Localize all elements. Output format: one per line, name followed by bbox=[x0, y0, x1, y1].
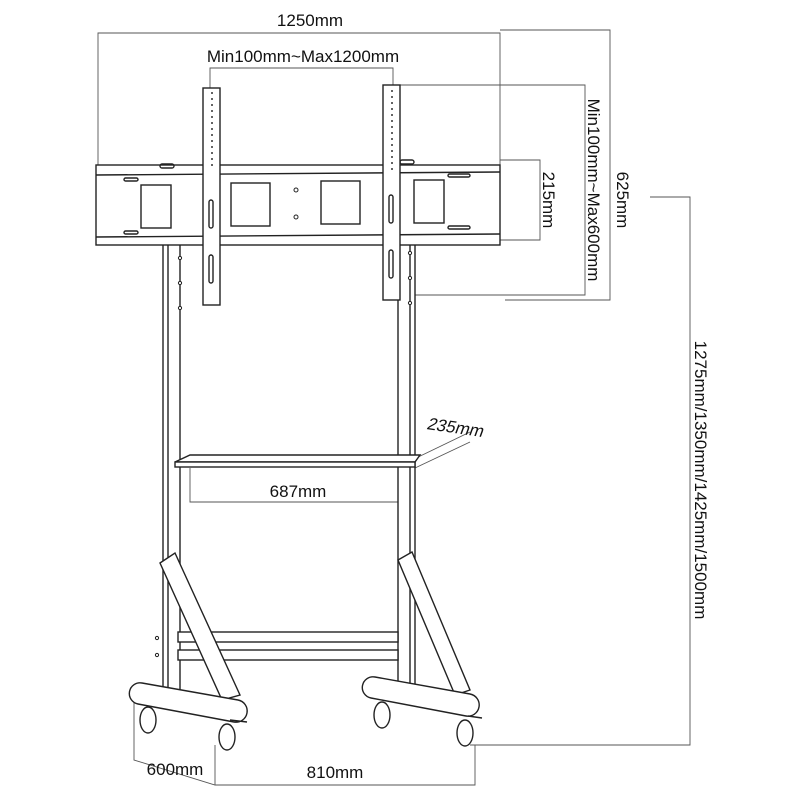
vesa-horizontal-label: Min100mm~Max1200mm bbox=[207, 47, 399, 66]
casters bbox=[139, 701, 483, 751]
base-frame bbox=[128, 551, 480, 723]
plate-height-label: 215mm bbox=[539, 172, 558, 229]
shelf bbox=[174, 454, 422, 468]
vesa-brackets bbox=[202, 84, 401, 306]
total-height-label: 1275mm/1350mm/1425mm/1500mm bbox=[691, 341, 710, 620]
base-width-label: 810mm bbox=[307, 763, 364, 782]
mount-plate bbox=[95, 159, 501, 246]
shelf-depth-label: 235mm bbox=[425, 414, 488, 441]
dimension-lines bbox=[97, 29, 691, 786]
shelf-width-label: 687mm bbox=[270, 482, 327, 501]
mount-height-label: 625mm bbox=[613, 172, 632, 229]
overall-width-label: 1250mm bbox=[277, 11, 343, 30]
base-depth-label: 600mm bbox=[147, 760, 204, 779]
vesa-vertical-label: Min100mm~Max600mm bbox=[584, 99, 603, 282]
